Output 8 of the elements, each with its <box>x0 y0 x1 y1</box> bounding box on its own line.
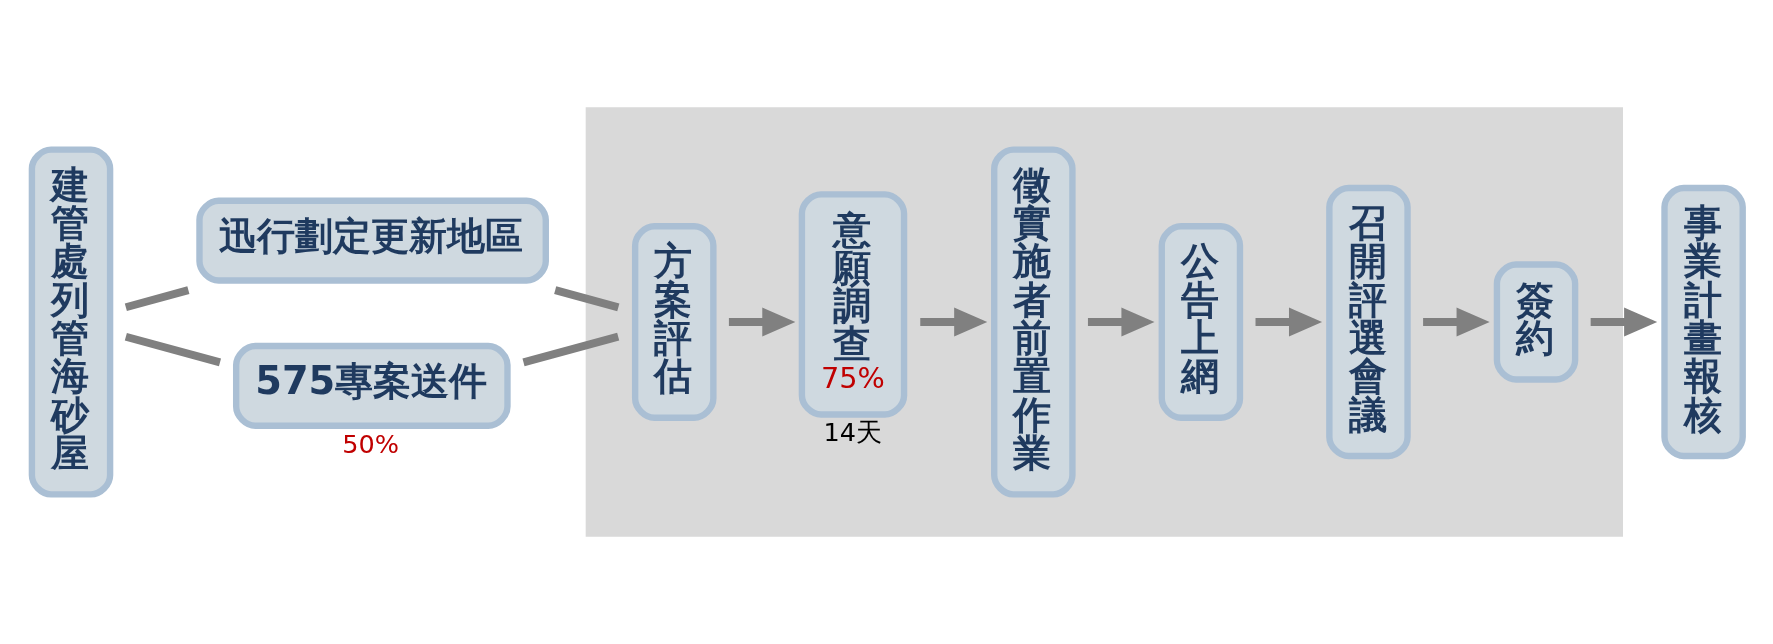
node-label: 50% <box>342 428 400 459</box>
arrow <box>1590 307 1658 337</box>
node-label: 14天 <box>823 417 882 448</box>
cluster <box>585 107 1623 537</box>
connector <box>554 286 620 312</box>
connector <box>522 332 620 367</box>
connector <box>124 286 190 312</box>
connector <box>124 332 222 367</box>
